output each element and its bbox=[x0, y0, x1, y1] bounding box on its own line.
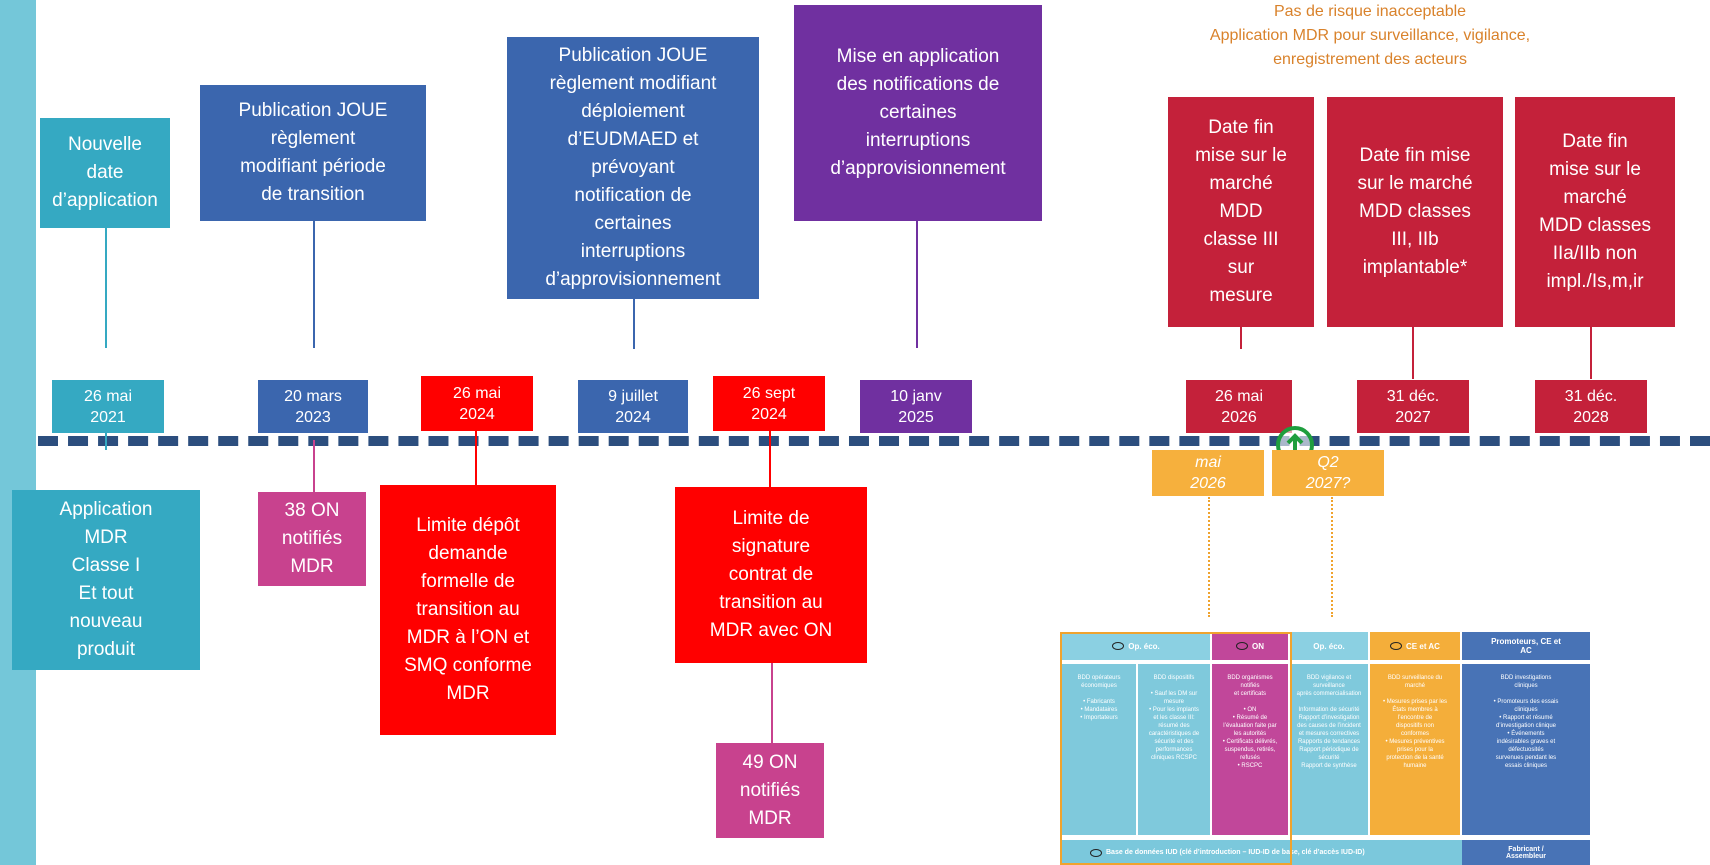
date-2025-text: 10 janv 2025 bbox=[890, 387, 942, 426]
note-line-1: Pas de risque inacceptable bbox=[1273, 3, 1467, 20]
date-2027-text: 31 déc. 2027 bbox=[1386, 387, 1440, 426]
thumb-col5-header: Promoteurs, CE et AC bbox=[1462, 632, 1590, 660]
event-fin-classe3-sur-mesure-text: Date fin mise sur le marché MDD classe I… bbox=[1195, 117, 1287, 306]
thumb-col1-header: Op. éco. bbox=[1062, 632, 1210, 660]
date-2026-text: 26 mai 2026 bbox=[1214, 387, 1264, 426]
thumb-col-investigations: Promoteurs, CE et AC BDD investigations … bbox=[1462, 632, 1590, 865]
event-limite-depot: Limite dépôt demande formelle de transit… bbox=[380, 485, 556, 735]
eudamed-mai-2026-text: mai 2026 bbox=[1190, 454, 1226, 492]
thumb-highlight-frame-left bbox=[1060, 632, 1292, 865]
thumb-footer: Base de données IUD (clé d’introduction … bbox=[1060, 840, 1490, 865]
note-line-2: Application MDR pour surveillance, vigil… bbox=[1209, 27, 1531, 44]
event-limite-signature: Limite de signature contrat de transitio… bbox=[675, 487, 867, 663]
thumb-col2-header: ON bbox=[1212, 632, 1288, 660]
event-joue-2024-text: Publication JOUE règlement modifiant dép… bbox=[545, 45, 721, 290]
connector-2027-top bbox=[1412, 327, 1414, 379]
eye-icon-2 bbox=[1236, 642, 1248, 650]
date-2021: 26 mai 2021 bbox=[52, 380, 164, 433]
date-2023: 20 mars 2023 bbox=[258, 380, 368, 433]
event-49-on: 49 ON notifiés MDR bbox=[716, 743, 824, 838]
timeline-axis bbox=[38, 436, 1710, 446]
event-mise-application-text: Mise en application des notifications de… bbox=[830, 46, 1006, 179]
date-2024-mai-text: 26 mai 2024 bbox=[452, 384, 502, 423]
thumb-col4-body: BDD surveillance du marché • Mesures pri… bbox=[1370, 664, 1460, 835]
note-line-3: enregistrement des acteurs bbox=[1273, 51, 1467, 68]
event-fin-classe3-2b: Date fin mise sur le marché MDD classes … bbox=[1327, 97, 1503, 327]
eudamed-q2-2027-text: Q2 2027? bbox=[1305, 454, 1351, 492]
thumb-col2-body: BDD organismes notifiés et certificats •… bbox=[1212, 664, 1288, 835]
event-nouvelle-date-text: Nouvelle date d’application bbox=[52, 134, 158, 211]
dotted-connector-2027 bbox=[1331, 497, 1333, 617]
date-2028-text: 31 déc. 2028 bbox=[1564, 387, 1618, 426]
connector-2025-top bbox=[916, 221, 918, 348]
eudamed-mai-2026: mai 2026 bbox=[1152, 450, 1264, 496]
event-joue-2024: Publication JOUE règlement modifiant dép… bbox=[507, 37, 759, 299]
date-2024-mai: 26 mai 2024 bbox=[421, 376, 533, 431]
eudamed-q2-2027: Q2 2027? bbox=[1272, 450, 1384, 496]
event-limite-depot-text: Limite dépôt demande formelle de transit… bbox=[404, 515, 532, 704]
event-limite-signature-text: Limite de signature contrat de transitio… bbox=[709, 508, 833, 641]
event-fin-2a-2b: Date fin mise sur le marché MDD classes … bbox=[1515, 97, 1675, 327]
eye-icon bbox=[1112, 642, 1125, 650]
connector-2023-bottom bbox=[313, 440, 315, 492]
event-nouvelle-date: Nouvelle date d’application bbox=[40, 118, 170, 228]
event-fin-classe3-sur-mesure: Date fin mise sur le marché MDD classe I… bbox=[1168, 97, 1314, 327]
connector-2028-top bbox=[1590, 327, 1592, 379]
connector-2024-juil-top bbox=[633, 297, 635, 349]
event-application-mdr: Application MDR Classe I Et tout nouveau… bbox=[12, 490, 200, 670]
connector-2024-sept-bottom bbox=[769, 430, 771, 487]
date-2023-text: 20 mars 2023 bbox=[284, 387, 342, 426]
date-2027: 31 déc. 2027 bbox=[1357, 380, 1469, 433]
thumb-col4-header-text: CE et AC bbox=[1406, 641, 1440, 651]
thumb-col3-body: BDD vigilance et surveillance après comm… bbox=[1290, 664, 1368, 835]
thumb-col-surveillance: CE et AC BDD surveillance du marché • Me… bbox=[1370, 632, 1460, 865]
thumb-col-vigilance: Op. éco. BDD vigilance et surveillance a… bbox=[1290, 632, 1368, 865]
date-2024-juillet-text: 9 juillet 2024 bbox=[608, 387, 658, 426]
date-2025: 10 janv 2025 bbox=[860, 380, 972, 433]
dotted-connector-2026 bbox=[1208, 497, 1210, 617]
thumb-col-op-eco-1: Op. éco. BDD opérateurs économiques • Fa… bbox=[1062, 632, 1210, 865]
connector-on49 bbox=[771, 663, 773, 743]
event-fin-classe3-2b-text: Date fin mise sur le marché MDD classes … bbox=[1357, 145, 1473, 278]
event-49-on-text: 49 ON notifiés MDR bbox=[739, 751, 801, 829]
connector-2024-mai-bottom bbox=[475, 430, 477, 485]
thumb-col1-header-text: Op. éco. bbox=[1128, 641, 1160, 651]
surveillance-note: Pas de risque inacceptable Application M… bbox=[1150, 0, 1590, 72]
thumb-col5-body: BDD investigations cliniques • Promoteur… bbox=[1462, 664, 1590, 835]
event-38-on-text: 38 ON notifiés MDR bbox=[281, 500, 343, 577]
thumb-col-on: ON BDD organismes notifiés et certificat… bbox=[1212, 632, 1288, 865]
date-2021-text: 26 mai 2021 bbox=[83, 387, 133, 426]
event-fin-2a-2b-text: Date fin mise sur le marché MDD classes … bbox=[1539, 131, 1651, 292]
eudamed-databases-thumbnail: Op. éco. BDD opérateurs économiques • Fa… bbox=[1060, 632, 1592, 865]
event-38-on: 38 ON notifiés MDR bbox=[258, 492, 366, 586]
thumb-col1b-body: BDD dispositifs • Sauf les DM sur mesure… bbox=[1138, 664, 1210, 835]
connector-2023-top bbox=[313, 220, 315, 348]
date-2026: 26 mai 2026 bbox=[1186, 380, 1292, 433]
left-sidebar-stripe bbox=[0, 0, 36, 865]
event-joue-2023-text: Publication JOUE règlement modifiant pér… bbox=[238, 100, 388, 205]
date-2024-juillet: 9 juillet 2024 bbox=[578, 380, 688, 433]
date-2024-sept-text: 26 sept 2024 bbox=[742, 384, 796, 423]
date-2028: 31 déc. 2028 bbox=[1535, 380, 1647, 433]
thumb-col2-header-text: ON bbox=[1252, 641, 1264, 651]
thumb-col4-header: CE et AC bbox=[1370, 632, 1460, 660]
event-joue-2023: Publication JOUE règlement modifiant pér… bbox=[200, 85, 426, 221]
event-mise-application: Mise en application des notifications de… bbox=[794, 5, 1042, 221]
thumb-footer-right: Fabricant / Assembleur bbox=[1462, 840, 1590, 865]
connector-2026-top bbox=[1240, 327, 1242, 349]
eye-icon-3 bbox=[1390, 642, 1403, 650]
thumb-col3-header: Op. éco. bbox=[1290, 632, 1368, 660]
thumb-footer-text: Base de données IUD (clé d’introduction … bbox=[1106, 849, 1365, 856]
eye-icon-4 bbox=[1090, 848, 1102, 857]
connector-2021-top bbox=[105, 208, 107, 348]
date-2024-sept: 26 sept 2024 bbox=[713, 376, 825, 431]
thumb-col1a-body: BDD opérateurs économiques • Fabricants … bbox=[1062, 664, 1136, 835]
event-application-mdr-text: Application MDR Classe I Et tout nouveau… bbox=[59, 499, 153, 660]
